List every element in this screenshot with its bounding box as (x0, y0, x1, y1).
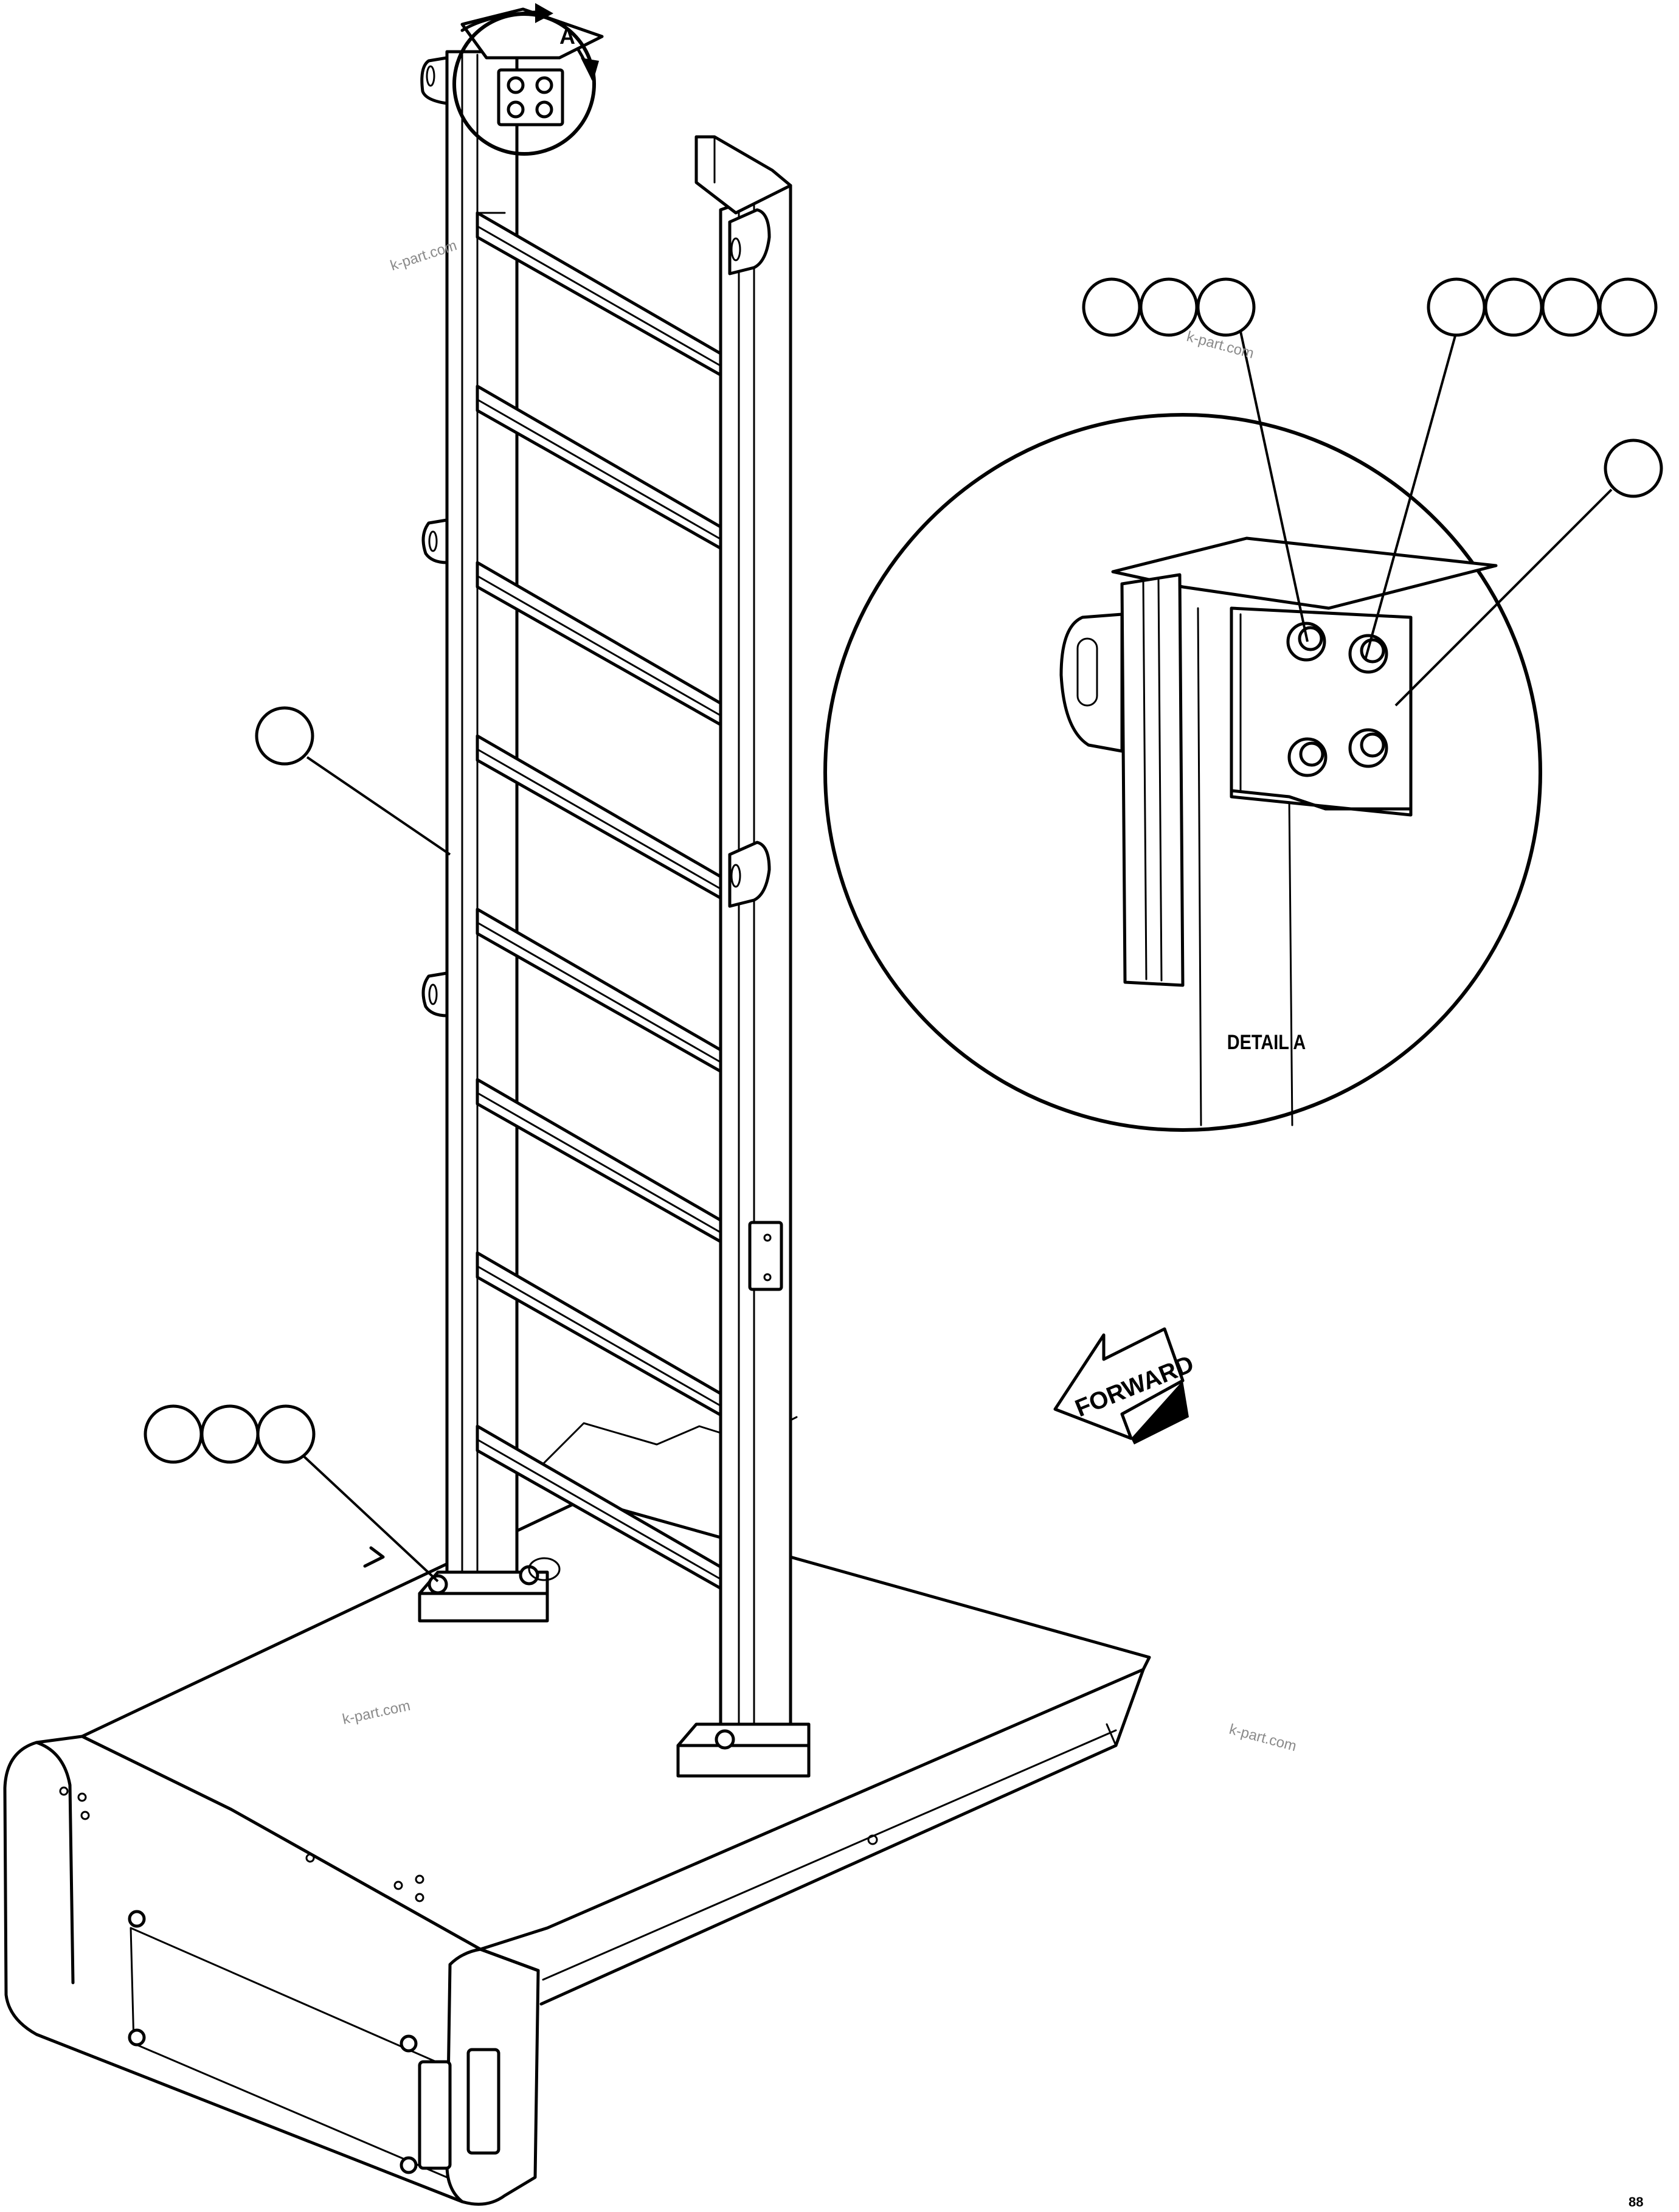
callout-single-bracket-plate (1394, 439, 1663, 707)
detail-a-view: DETAIL A (823, 413, 1542, 1132)
section-a-marker: A (452, 3, 599, 156)
callout-group-top-right-detail (1364, 277, 1658, 660)
platform-base (3, 1416, 1151, 2206)
ladder-rungs (476, 211, 732, 1595)
forward-arrow: FORWARD (1053, 1327, 1197, 1444)
detail-caption: DETAIL A (1227, 1030, 1306, 1054)
detail-bolts (1286, 622, 1388, 777)
callout-group-base-bolts (144, 1404, 439, 1583)
callout-group-top-left-detail (1082, 277, 1309, 642)
cover-bolts (128, 1910, 418, 2174)
watermark: k-part.com (1227, 1721, 1298, 1755)
box-holes (59, 1786, 424, 1902)
ladder (418, 7, 811, 1778)
callout-single-ladder-rail (255, 706, 451, 856)
section-marker-label: A (559, 24, 575, 49)
corner-code: 88 (1629, 2194, 1643, 2210)
